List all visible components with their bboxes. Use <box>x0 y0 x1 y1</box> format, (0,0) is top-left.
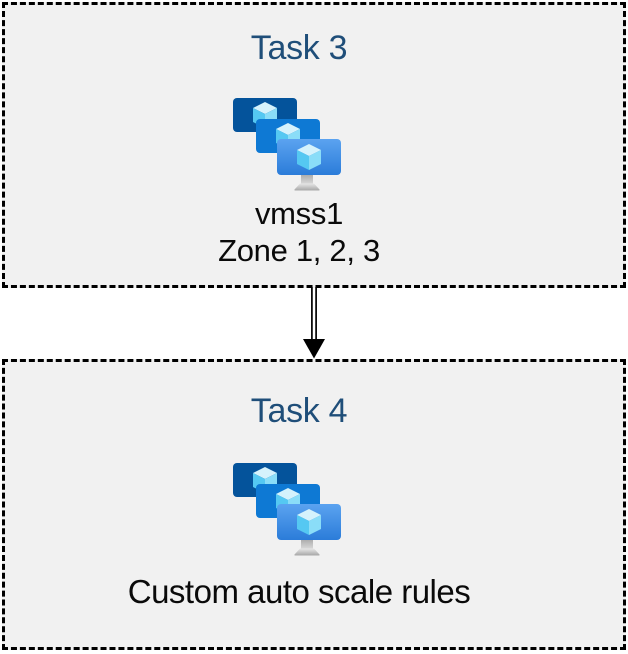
task4-label-text: Custom auto scale rules <box>127 573 471 610</box>
task3-box: Task 3 vmss1 Zone 1, 2, 3 <box>2 2 626 288</box>
task3-title: Task 3 <box>250 29 348 67</box>
task4-box: Task 4 Custom auto scale rules <box>2 359 626 650</box>
vm-scale-sets-icon <box>232 96 342 192</box>
task4-title: Task 4 <box>250 392 348 430</box>
task3-label-name: vmss1 <box>254 196 344 231</box>
double-line-arrow-down-icon <box>303 287 325 359</box>
task3-label-zones: Zone 1, 2, 3 <box>218 233 380 268</box>
vm-scale-sets-icon <box>232 461 342 557</box>
task4-label: Custom auto scale rules <box>5 573 593 611</box>
task3-label: vmss1 Zone 1, 2, 3 <box>5 195 593 269</box>
flow-arrow <box>299 287 329 359</box>
